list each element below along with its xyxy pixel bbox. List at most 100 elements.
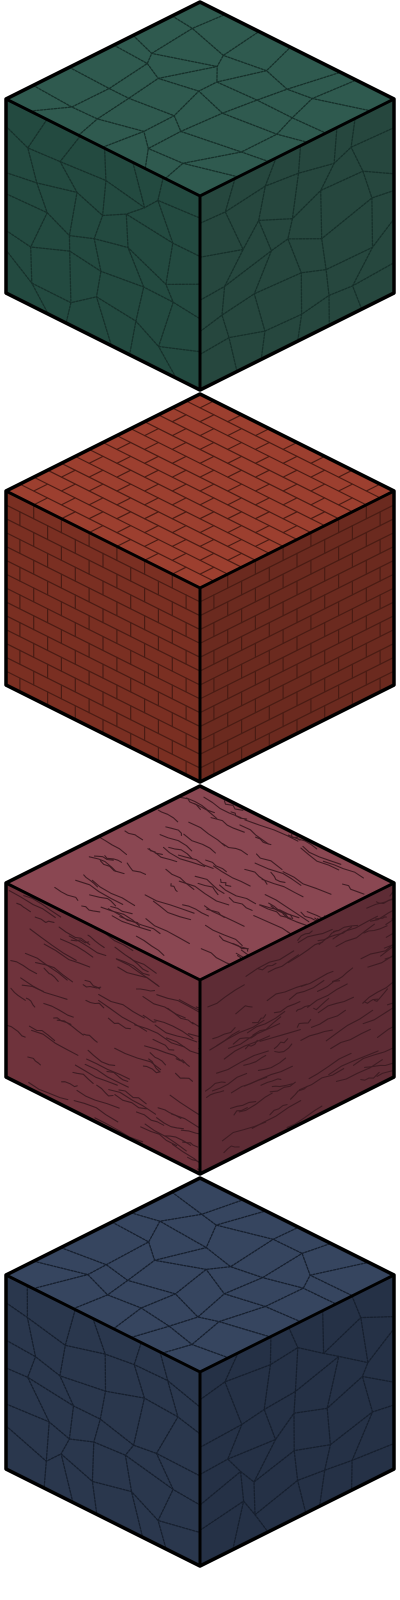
texture-line xyxy=(178,999,200,1019)
texture-line xyxy=(199,427,215,437)
texture-line xyxy=(25,997,36,1008)
texture-line xyxy=(175,1058,190,1067)
texture-line xyxy=(74,1064,118,1086)
texture-line xyxy=(68,935,107,957)
texture-line xyxy=(200,1442,394,1531)
texture-line xyxy=(335,923,375,948)
texture-line xyxy=(168,846,193,860)
texture-line xyxy=(300,847,340,871)
texture-line xyxy=(153,1019,194,1040)
texture-line xyxy=(145,918,190,945)
texture-line xyxy=(170,883,178,892)
texture-line xyxy=(28,1025,56,1042)
texture-line xyxy=(267,954,300,973)
texture-line xyxy=(366,892,394,909)
texture-line xyxy=(282,511,298,520)
texture-line xyxy=(227,1023,281,1049)
texture-line xyxy=(144,483,159,492)
texture-line xyxy=(200,218,394,333)
texture-line xyxy=(59,938,94,958)
texture-line xyxy=(221,842,248,856)
texture-line xyxy=(154,1024,198,1043)
texture-line xyxy=(188,821,226,847)
texture-line xyxy=(115,958,150,976)
texture-line xyxy=(287,941,324,964)
texture-line xyxy=(259,904,300,919)
texture-line xyxy=(32,84,239,178)
texture-line xyxy=(313,997,330,1011)
texture-line xyxy=(259,1029,301,1042)
texture-line xyxy=(183,833,216,854)
texture-line xyxy=(116,483,132,492)
block-tile-navy-cobble xyxy=(0,1176,400,1576)
texture-line xyxy=(174,1072,194,1082)
texture-line xyxy=(380,928,394,957)
isometric-block-green-stone xyxy=(4,0,396,392)
texture-line xyxy=(116,455,132,464)
texture-line xyxy=(156,1117,184,1130)
texture-line xyxy=(282,497,298,506)
texture-line xyxy=(227,552,243,561)
texture-line xyxy=(171,1113,200,1144)
texture-line xyxy=(116,525,132,534)
texture-line xyxy=(310,497,326,506)
texture-line xyxy=(106,1070,129,1082)
texture-line xyxy=(227,538,243,547)
texture-line xyxy=(257,962,277,971)
texture-line xyxy=(200,170,394,258)
texture-line xyxy=(93,855,114,861)
texture-line xyxy=(148,848,163,855)
texture-line xyxy=(72,1071,94,1084)
texture-line xyxy=(376,1067,394,1077)
texture-line xyxy=(116,469,132,478)
texture-line xyxy=(157,809,179,823)
texture-line xyxy=(88,525,104,534)
texture-line xyxy=(142,1014,157,1023)
texture-line xyxy=(82,984,102,989)
texture-line xyxy=(130,1212,337,1305)
texture-line xyxy=(296,1018,312,1028)
texture-line xyxy=(199,525,215,534)
texture-line xyxy=(171,441,187,451)
texture-line xyxy=(162,846,206,868)
texture-line xyxy=(254,469,270,478)
texture-line xyxy=(114,1047,162,1071)
texture-line xyxy=(135,988,156,992)
texture-line xyxy=(144,497,159,506)
texture-line xyxy=(187,1033,200,1052)
texture-line xyxy=(375,916,387,920)
texture-line xyxy=(171,483,187,492)
texture-line xyxy=(144,469,159,478)
texture-line xyxy=(135,935,165,956)
texture-line xyxy=(31,1029,79,1056)
texture-line xyxy=(76,1089,120,1109)
texture-line xyxy=(290,1085,308,1100)
texture-line xyxy=(107,1017,131,1030)
texture-line xyxy=(310,511,326,520)
texture-line xyxy=(207,984,245,1008)
texture-line xyxy=(165,1037,200,1065)
texture-line xyxy=(223,800,244,811)
texture-line xyxy=(33,1260,230,1359)
texture-line xyxy=(271,1083,293,1088)
texture-line xyxy=(60,1246,271,1338)
texture-line xyxy=(246,1010,286,1034)
texture-line xyxy=(232,1034,257,1045)
texture-line xyxy=(144,894,195,914)
texture-line xyxy=(117,966,159,987)
texture-line xyxy=(60,469,76,478)
isometric-block-navy-cobble xyxy=(4,1176,396,1568)
texture-line xyxy=(200,262,394,356)
texture-line xyxy=(200,1327,394,1449)
texture-line xyxy=(360,1071,380,1081)
texture-line xyxy=(310,483,326,492)
texture-line xyxy=(60,511,76,520)
texture-line xyxy=(10,960,38,975)
texture-line xyxy=(171,469,187,478)
texture-line xyxy=(6,249,200,353)
texture-line xyxy=(288,979,325,1001)
texture-line xyxy=(124,830,144,841)
texture-line xyxy=(342,883,365,895)
texture-line xyxy=(10,987,26,1001)
